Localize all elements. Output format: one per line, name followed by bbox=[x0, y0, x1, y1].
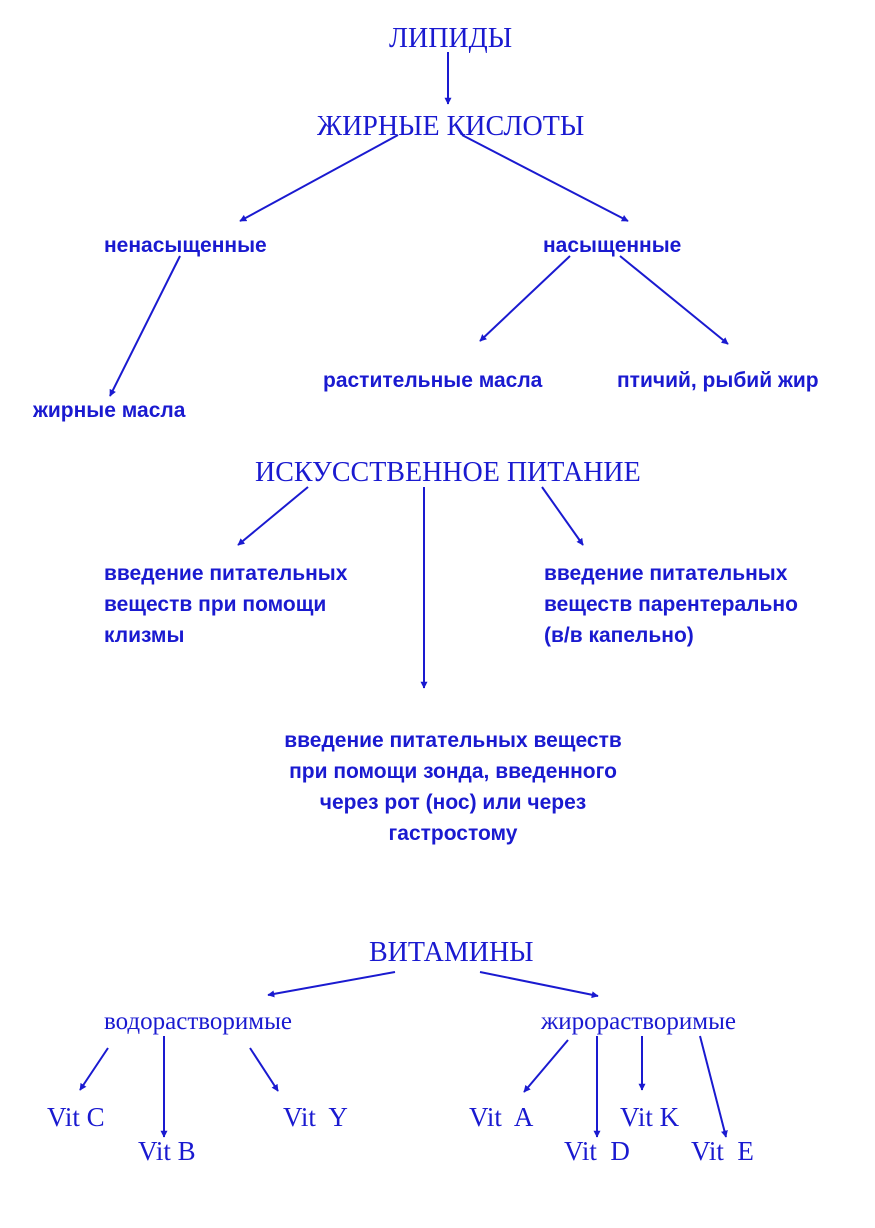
enema-node: введение питательных веществ при помощи … bbox=[104, 558, 347, 651]
arrow-fat-soluble-to-vit-a bbox=[523, 1039, 569, 1093]
vitamins-title: ВИТАМИНЫ bbox=[369, 937, 534, 968]
parenteral-line: (в/в капельно) bbox=[544, 624, 694, 647]
enema-line: введение питательных bbox=[104, 562, 348, 585]
vit-a-node: Vit A bbox=[469, 1102, 534, 1132]
vit-y-node: Vit Y bbox=[283, 1102, 348, 1132]
fatty-oils-node: жирные масла bbox=[33, 399, 186, 422]
vit-e-node: Vit E bbox=[691, 1136, 754, 1166]
vit-k-node: Vit K bbox=[620, 1102, 680, 1132]
enema-line: веществ при помощи bbox=[104, 593, 327, 616]
arrow-nutrition-to-enema bbox=[237, 486, 309, 546]
arrow-nutrition-to-parenteral bbox=[541, 486, 584, 546]
vit-b-node: Vit B bbox=[138, 1136, 196, 1166]
tube-line: гастростому bbox=[388, 822, 518, 845]
vit-c-node: Vit C bbox=[47, 1102, 105, 1132]
arrow-vitamins-to-water-soluble bbox=[267, 971, 396, 998]
fatty-acids-node: ЖИРНЫЕ КИСЛОТЫ bbox=[317, 111, 585, 142]
arrow-saturated-to-bird-fish-fat bbox=[619, 255, 729, 345]
arrow-unsaturated-to-fatty-oils bbox=[109, 255, 181, 397]
unsaturated-node: ненасыщенные bbox=[104, 234, 267, 257]
arrow-saturated-to-vegetable-oils bbox=[479, 255, 571, 342]
parenteral-line: введение питательных bbox=[544, 562, 788, 585]
vegetable-oils-node: растительные масла bbox=[323, 369, 543, 392]
parenteral-node: введение питательных веществ парентераль… bbox=[544, 558, 798, 651]
tube-line: через рот (нос) или через bbox=[319, 791, 587, 814]
arrow-water-soluble-to-vit-y bbox=[249, 1047, 279, 1092]
vit-d-node: Vit D bbox=[564, 1136, 630, 1166]
nutrition-title: ИСКУССТВЕННОЕ ПИТАНИЕ bbox=[255, 457, 641, 488]
arrow-fatty-acids-to-saturated bbox=[461, 134, 629, 222]
saturated-node: насыщенные bbox=[543, 234, 682, 257]
enema-line: клизмы bbox=[104, 624, 185, 647]
arrow-fat-soluble-to-vit-e bbox=[699, 1035, 728, 1138]
tube-node: введение питательных веществ при помощи … bbox=[248, 725, 658, 849]
tube-line: при помощи зонда, введенного bbox=[289, 760, 617, 783]
arrow-fatty-acids-to-unsaturated bbox=[239, 134, 399, 222]
parenteral-line: веществ парентерально bbox=[544, 593, 798, 616]
arrow-water-soluble-to-vit-c bbox=[79, 1047, 109, 1091]
water-soluble-node: водорастворимые bbox=[104, 1008, 292, 1035]
bird-fish-fat-node: птичий, рыбий жир bbox=[617, 369, 819, 392]
tube-line: введение питательных веществ bbox=[284, 729, 622, 752]
lipids-title: ЛИПИДЫ bbox=[389, 23, 513, 54]
fat-soluble-node: жирорастворимые bbox=[541, 1008, 736, 1035]
arrow-vitamins-to-fat-soluble bbox=[479, 971, 599, 999]
